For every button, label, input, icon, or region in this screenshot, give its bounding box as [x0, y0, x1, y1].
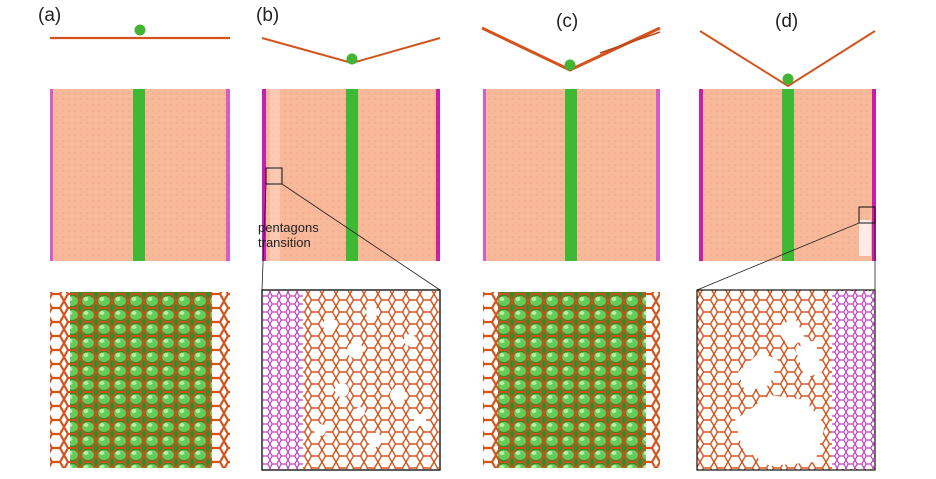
indenter-stripe-a	[133, 89, 145, 261]
profile-d	[699, 30, 876, 88]
panel-label-c: (c)	[556, 11, 578, 32]
indenter-stripe-b	[346, 89, 358, 261]
panel-label-b: (b)	[256, 5, 279, 26]
zoom-box-b	[265, 167, 283, 185]
indenter-ball-b	[346, 53, 358, 65]
zoom-lattice-c	[483, 292, 660, 468]
zoom-lattice-d	[696, 289, 876, 471]
profile-b	[261, 37, 441, 65]
crack-region-d	[735, 318, 825, 466]
panel-label-d: (d)	[775, 11, 798, 32]
zoom-box-d	[858, 206, 876, 224]
sheet-c	[483, 89, 660, 261]
profile-a	[50, 24, 230, 40]
indenter-ball-c	[564, 59, 576, 71]
annotation-line-2: transition	[258, 235, 311, 250]
zoom-connectors-b	[261, 183, 441, 291]
indenter-stripe-d	[782, 89, 794, 261]
indenter-ball-d	[782, 73, 794, 85]
indenter-stripe-c	[565, 89, 577, 261]
zoom-lattice-a	[50, 292, 230, 468]
zoom-lattice-b	[261, 289, 441, 471]
sheet-a	[50, 89, 230, 261]
sheet-b	[262, 89, 440, 261]
zoom-connectors-d	[696, 222, 876, 291]
sheet-d	[699, 89, 876, 261]
panel-label-a: (a)	[38, 5, 61, 26]
profile-c	[481, 26, 661, 72]
annotation-line-1: pentagons	[258, 220, 319, 235]
indenter-ball-a	[134, 24, 146, 36]
